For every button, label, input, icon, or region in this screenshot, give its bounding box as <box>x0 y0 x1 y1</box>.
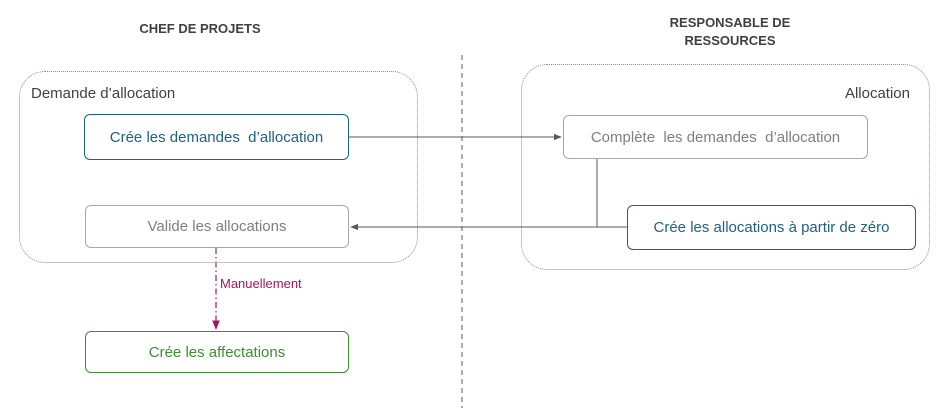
node-create-assign-label: Crée les affectations <box>148 343 286 361</box>
node-create-allocations-from-scratch: Crée les allocations à partir de zéro <box>627 205 916 250</box>
node-create-alloc-label: Crée les allocations à partir de zéro <box>653 219 890 236</box>
node-create-requests-label: Crée les demandes d’allocation <box>109 128 324 146</box>
lane-title-right-line2: RESSOURCES <box>684 33 776 48</box>
group-label-demande: Demande d’allocation <box>31 85 176 102</box>
group-demande-allocation <box>19 71 418 263</box>
node-create-assignments: Crée les affectations <box>85 331 349 373</box>
edge-label-manuellement: Manuellement <box>220 276 302 291</box>
node-create-requests: Crée les demandes d’allocation <box>84 114 349 160</box>
node-validate-allocations: Valide les allocations <box>85 205 349 248</box>
lane-title-responsable: RESPONSABLE DE RESSOURCES <box>630 14 830 50</box>
node-validate-label: Valide les allocations <box>147 218 287 235</box>
lane-title-right-line1: RESPONSABLE DE <box>669 15 791 30</box>
group-allocation <box>521 64 930 270</box>
group-label-allocation: Allocation <box>844 85 910 102</box>
node-complete-requests-label: Complète les demandes d’allocation <box>590 128 841 146</box>
lane-title-left-text: CHEF DE PROJETS <box>139 21 261 36</box>
lane-title-chef-de-projets: CHEF DE PROJETS <box>100 20 300 38</box>
node-complete-requests: Complète les demandes d’allocation <box>563 115 868 159</box>
